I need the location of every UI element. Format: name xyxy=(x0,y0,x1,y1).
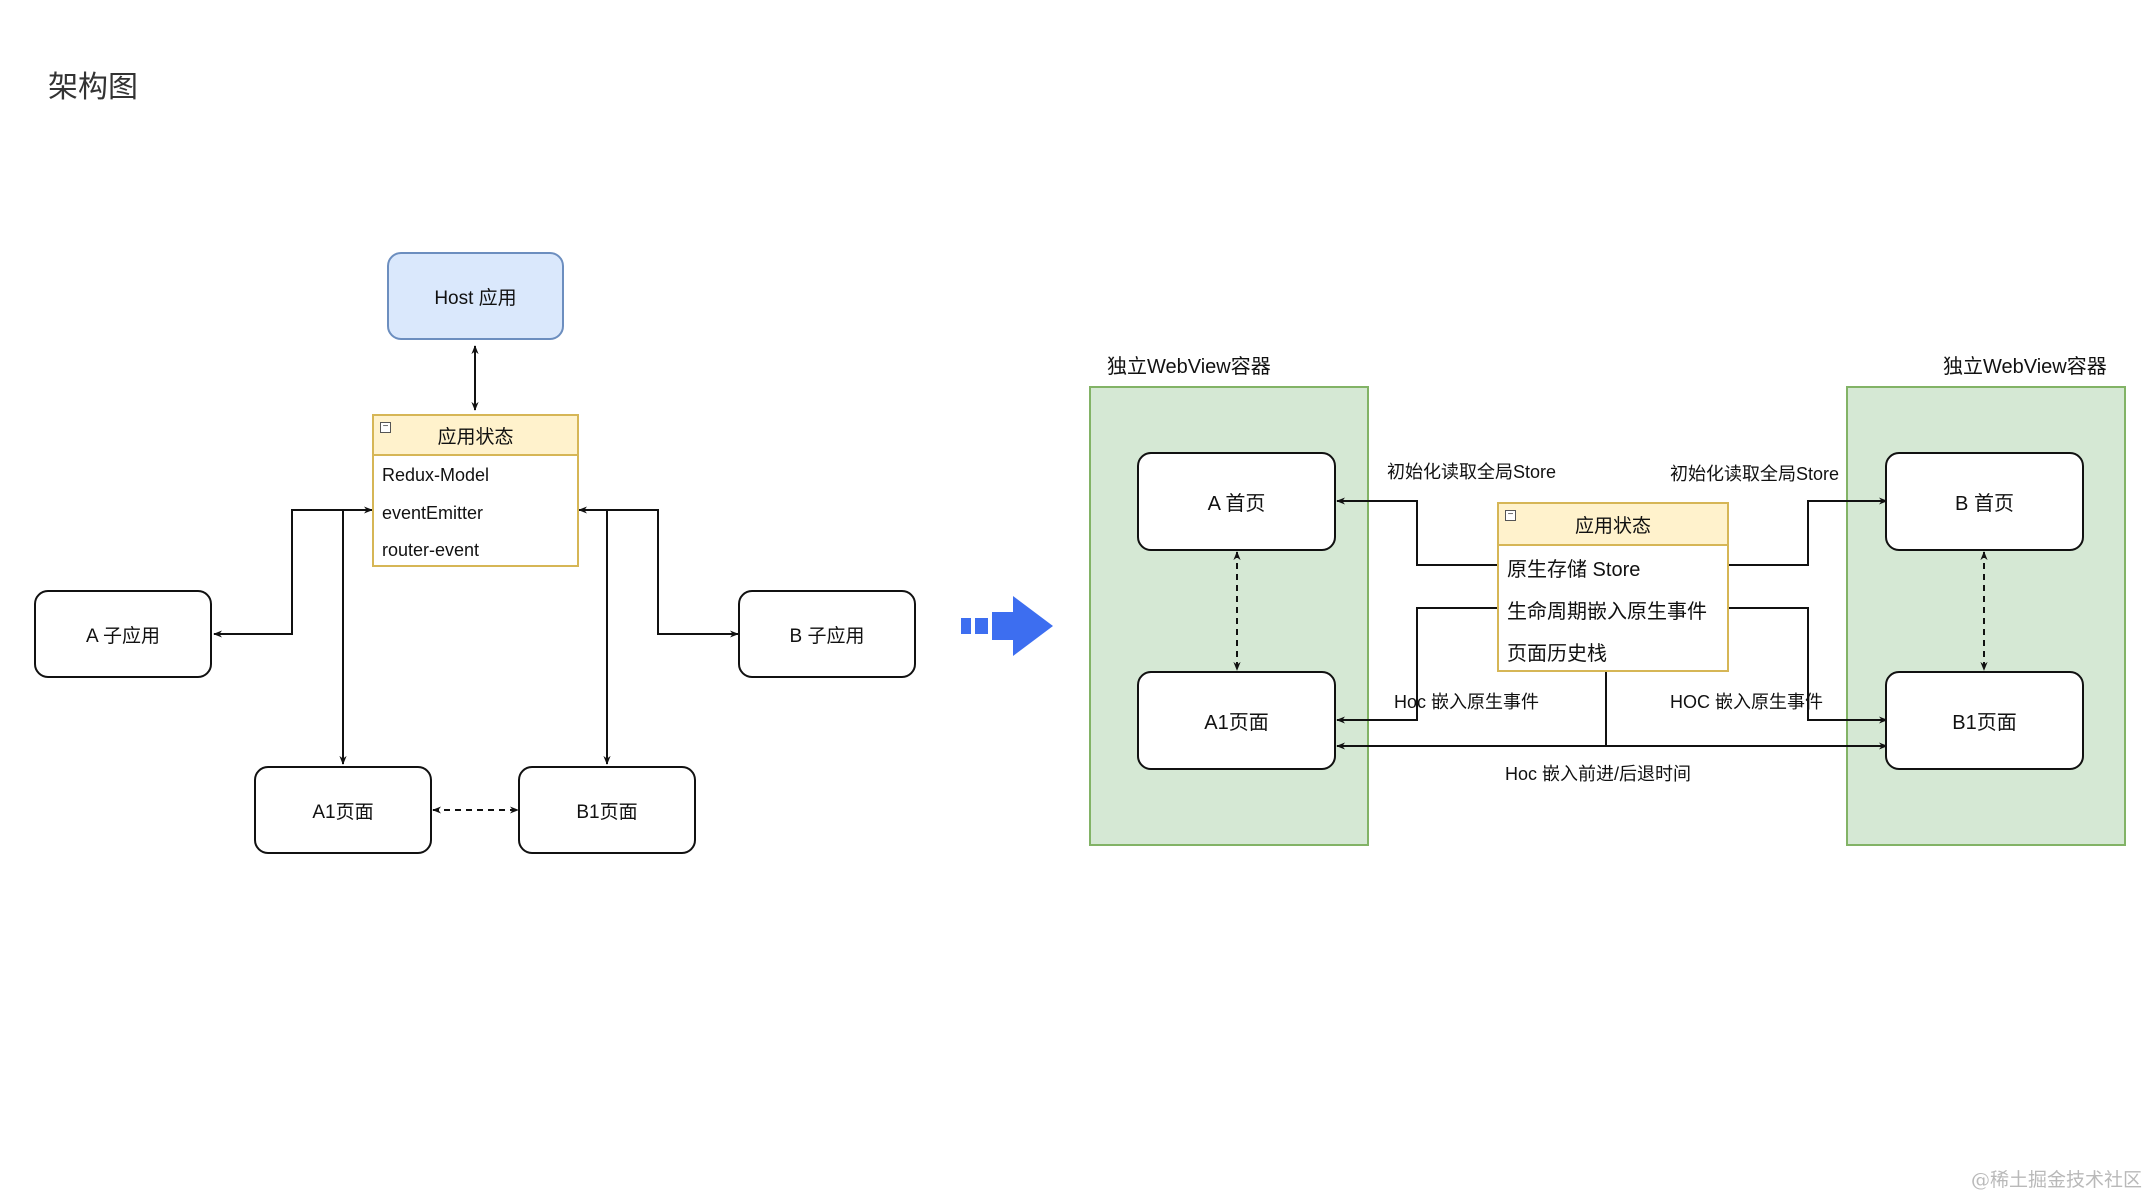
edge-label-nav: Hoc 嵌入前进/后退时间 xyxy=(1505,764,1692,784)
state-item-native-store: 原生存储 Store xyxy=(1507,558,1641,581)
page-title: 架构图 xyxy=(48,71,138,104)
edge-state-b-sub xyxy=(578,506,739,638)
a-home-node: A 首页 xyxy=(1137,452,1336,551)
edge-label-hoc-left: Hoc 嵌入原生事件 xyxy=(1394,692,1540,712)
edge-store-ahome xyxy=(1336,497,1498,566)
b1-page-node: B1页面 xyxy=(518,766,696,854)
collapse-icon[interactable]: − xyxy=(1505,510,1516,521)
app-state-title: 应用状态 xyxy=(437,426,514,448)
watermark: @稀土掘金技术社区 xyxy=(1970,1169,2142,1191)
edge-label-init-left: 初始化读取全局Store xyxy=(1387,462,1557,482)
state-item-router-event: router-event xyxy=(382,540,480,560)
collapse-icon[interactable]: − xyxy=(380,422,391,433)
edge-label-init-right: 初始化读取全局Store xyxy=(1670,464,1840,484)
app-state-table-right: − 应用状态 原生存储 Store 生命周期嵌入原生事件 页面历史栈 xyxy=(1497,502,1729,672)
app-state-header-right: − 应用状态 xyxy=(1499,504,1727,546)
webview-container-left-label: 独立WebView容器 xyxy=(1107,356,1271,378)
edge-lifecycle-a1 xyxy=(1336,607,1498,724)
app-state-table-left: − 应用状态 Redux-Model eventEmitter router-e… xyxy=(372,414,579,567)
host-app-node: Host 应用 xyxy=(387,252,564,340)
edge-lifecycle-b1 xyxy=(1728,607,1888,724)
state-item-history-stack: 页面历史栈 xyxy=(1507,643,1607,665)
edge-store-bhome xyxy=(1728,497,1888,566)
b-home-node: B 首页 xyxy=(1885,452,2084,551)
edge-state-a-sub xyxy=(213,506,373,638)
a1-page-node-right: A1页面 xyxy=(1137,671,1336,770)
a-sub-app-node: A 子应用 xyxy=(34,590,212,678)
edge-label-hoc-right: HOC 嵌入原生事件 xyxy=(1670,692,1823,712)
state-item-lifecycle-events: 生命周期嵌入原生事件 xyxy=(1507,601,1707,623)
b1-page-node-right: B1页面 xyxy=(1885,671,2084,770)
transition-arrow-icon xyxy=(961,596,1053,656)
state-item-event-emitter: eventEmitter xyxy=(382,502,484,523)
b-sub-app-node: B 子应用 xyxy=(738,590,916,678)
a1-page-node: A1页面 xyxy=(254,766,432,854)
app-state-header: − 应用状态 xyxy=(374,416,577,456)
state-item-redux-model: Redux-Model xyxy=(382,464,490,485)
webview-container-right-label: 独立WebView容器 xyxy=(1943,356,2107,378)
app-state-title-right: 应用状态 xyxy=(1574,515,1651,537)
